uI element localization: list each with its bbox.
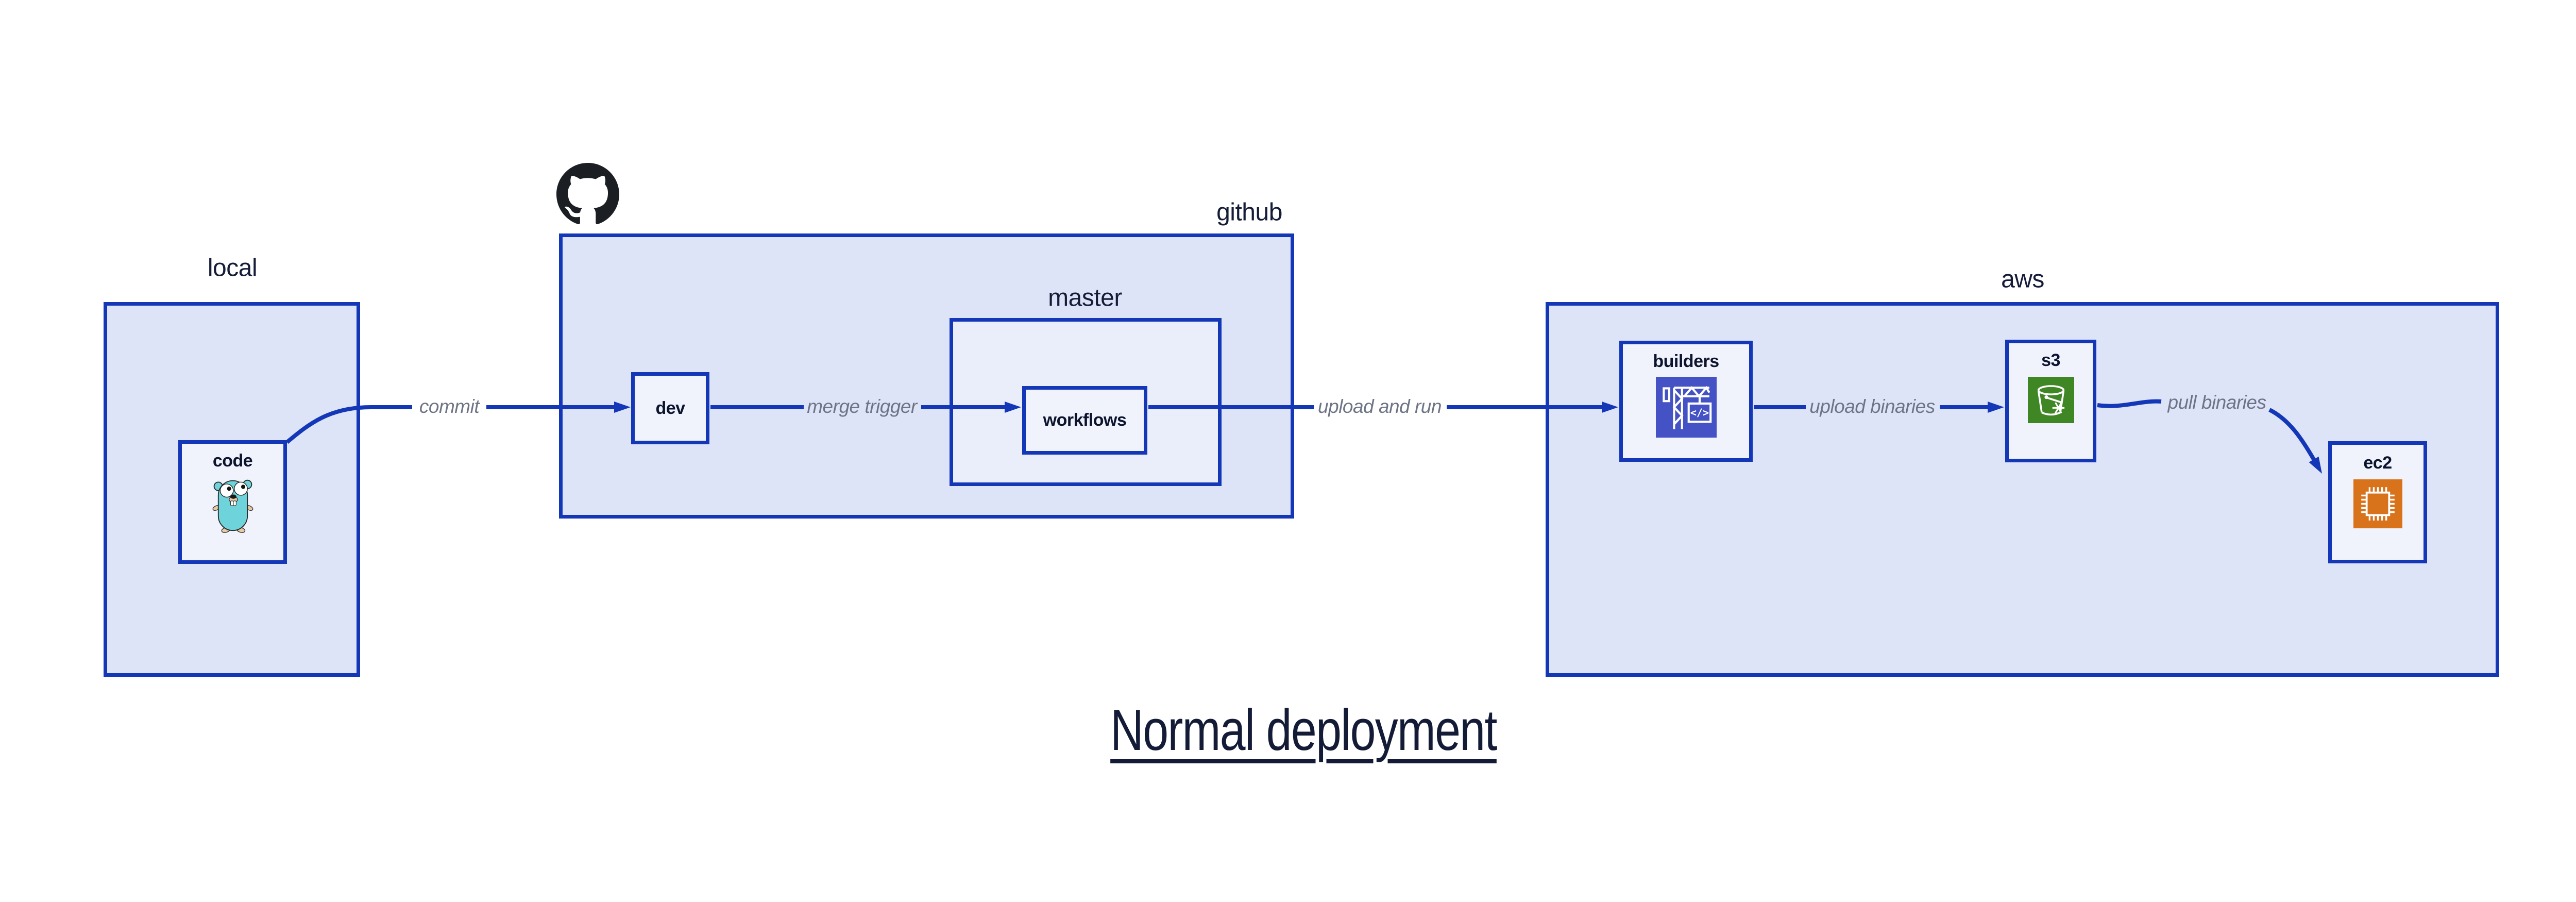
diagram-title: Normal deployment (1110, 698, 1497, 762)
edge-label-commit: commit (419, 396, 480, 417)
aws-label: aws (2001, 265, 2044, 293)
node-ec2: ec2 (2328, 441, 2427, 563)
master-label: master (1048, 284, 1122, 312)
svg-text:</>: </> (1690, 407, 1708, 419)
aws-codebuild-icon: </> (1655, 377, 1717, 438)
code-label: code (212, 451, 253, 471)
aws-s3-glacier-icon (2027, 377, 2074, 423)
edge-label-upload-and-run: upload and run (1318, 396, 1442, 417)
dev-label: dev (655, 398, 685, 418)
edge-label-merge-trigger: merge trigger (807, 396, 917, 417)
go-gopher-icon (212, 476, 254, 534)
node-code: code (178, 440, 287, 564)
workflows-label: workflows (1043, 410, 1127, 430)
node-s3: s3 (2005, 340, 2096, 462)
ec2-label: ec2 (2363, 453, 2392, 473)
s3-label: s3 (2041, 350, 2060, 370)
edge-label-upload-binaries: upload binaries (1809, 396, 1935, 417)
node-builders: builders </> (1619, 341, 1753, 462)
github-octocat-icon (556, 163, 619, 228)
local-label: local (207, 254, 258, 282)
github-label: github (1216, 198, 1282, 226)
builders-label: builders (1653, 352, 1719, 371)
node-workflows: workflows (1022, 386, 1147, 455)
node-dev: dev (631, 372, 709, 444)
aws-ec2-icon (2353, 479, 2402, 528)
edge-label-pull-binaries: pull binaries (2167, 392, 2266, 413)
